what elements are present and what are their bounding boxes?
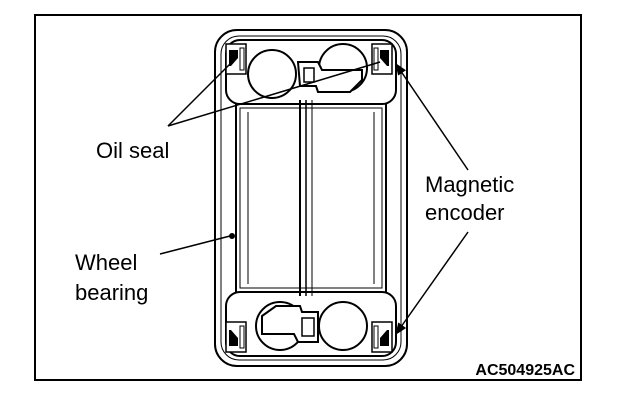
oil-seal-top-right (371, 43, 393, 75)
magnetic-encoder-leader-bottom (395, 231, 469, 335)
outer-race (214, 29, 408, 367)
oil-seal-bottom-right (371, 321, 393, 353)
bottom-right-ball (318, 301, 368, 351)
oil-seal-top-left (225, 43, 247, 75)
inner-race (235, 104, 387, 292)
wheel-bearing-label-line2: bearing (75, 280, 148, 305)
oil-seal-bottom-left (225, 321, 247, 353)
magnetic-encoder-label-line2: encoder (425, 200, 505, 225)
magnetic-encoder-leader-top (395, 63, 469, 171)
wheel-bearing-assembly (214, 29, 408, 367)
wheel-bearing-leader (159, 235, 231, 255)
oil-seal-label: Oil seal (96, 138, 169, 163)
wheel-bearing-leader-dot (229, 233, 235, 239)
magnetic-encoder-label-line1: Magnetic (425, 172, 514, 197)
figure-code: AC504925AC (475, 362, 575, 379)
wheel-bearing-label-line1: Wheel (75, 250, 137, 275)
oil-seal-leaders (167, 59, 381, 127)
top-left-ball (247, 49, 297, 99)
bottom-cage (261, 305, 319, 343)
